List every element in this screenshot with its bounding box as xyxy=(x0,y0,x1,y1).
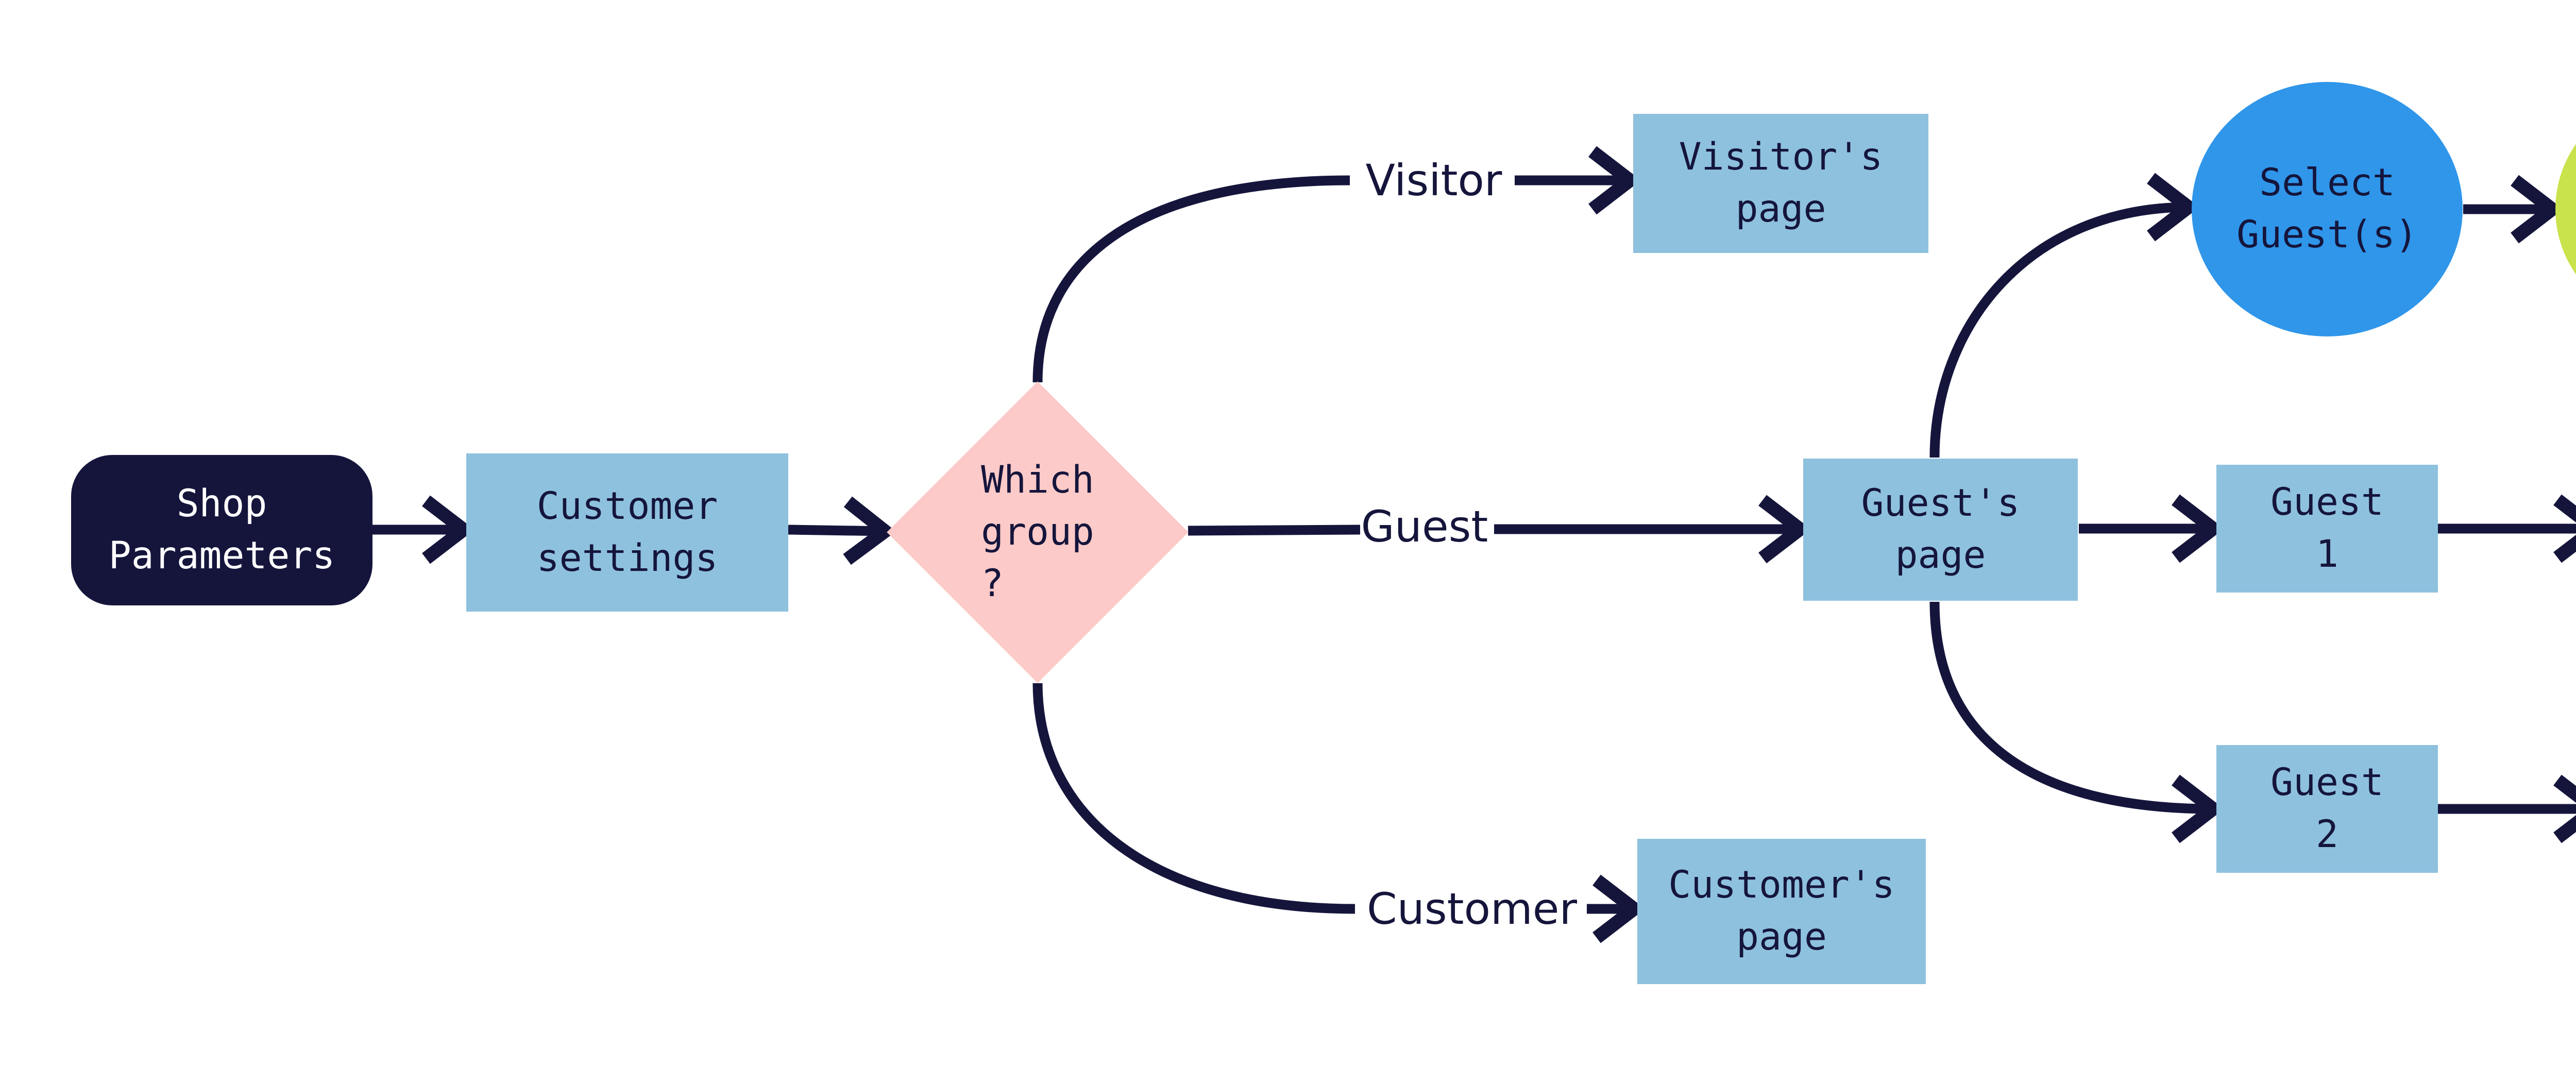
node-guest-1: Guest 1 xyxy=(2216,465,2438,593)
edge-decision-to-visitor xyxy=(1032,175,1350,383)
edge-guests-page-to-guest-2 xyxy=(1929,601,2225,843)
node-customers-page: Customer's page xyxy=(1637,839,1926,984)
node-guest-2-label: Guest 2 xyxy=(2270,760,2384,856)
node-guests-page: Guest's page xyxy=(1803,459,2078,601)
edge-decision-to-guest xyxy=(1188,525,1361,536)
edge-settings-to-decision xyxy=(788,496,896,565)
node-guest-2: Guest 2 xyxy=(2216,745,2438,873)
node-visitors-page-label: Visitor's page xyxy=(1679,135,1883,231)
node-customer-settings-label: Customer settings xyxy=(536,484,718,580)
edge-guests-page-to-select-guests xyxy=(1929,173,2200,458)
node-visitors-page: Visitor's page xyxy=(1633,114,1928,253)
node-customers-page-label: Customer's page xyxy=(1668,863,1895,959)
edge-decision-to-customer xyxy=(1032,683,1355,914)
node-select-guests: Select Guest(s) xyxy=(2192,82,2463,336)
edge-label-guest: Guest xyxy=(1361,501,1488,552)
node-shop-parameters-label: Shop Parameters xyxy=(108,482,335,578)
node-guests-page-label: Guest's page xyxy=(1861,481,2020,577)
edge-label-customer: Customer xyxy=(1366,884,1578,934)
node-shop-parameters: Shop Parameters xyxy=(71,455,372,605)
node-customer-settings: Customer settings xyxy=(466,453,788,612)
node-select-guests-label: Select Guest(s) xyxy=(2236,161,2418,257)
node-which-group: Which group ? xyxy=(887,381,1189,683)
node-which-group-label: Which group ? xyxy=(981,458,1094,606)
node-guest-1-label: Guest 1 xyxy=(2270,480,2384,576)
edge-label-visitor: Visitor xyxy=(1365,155,1502,206)
